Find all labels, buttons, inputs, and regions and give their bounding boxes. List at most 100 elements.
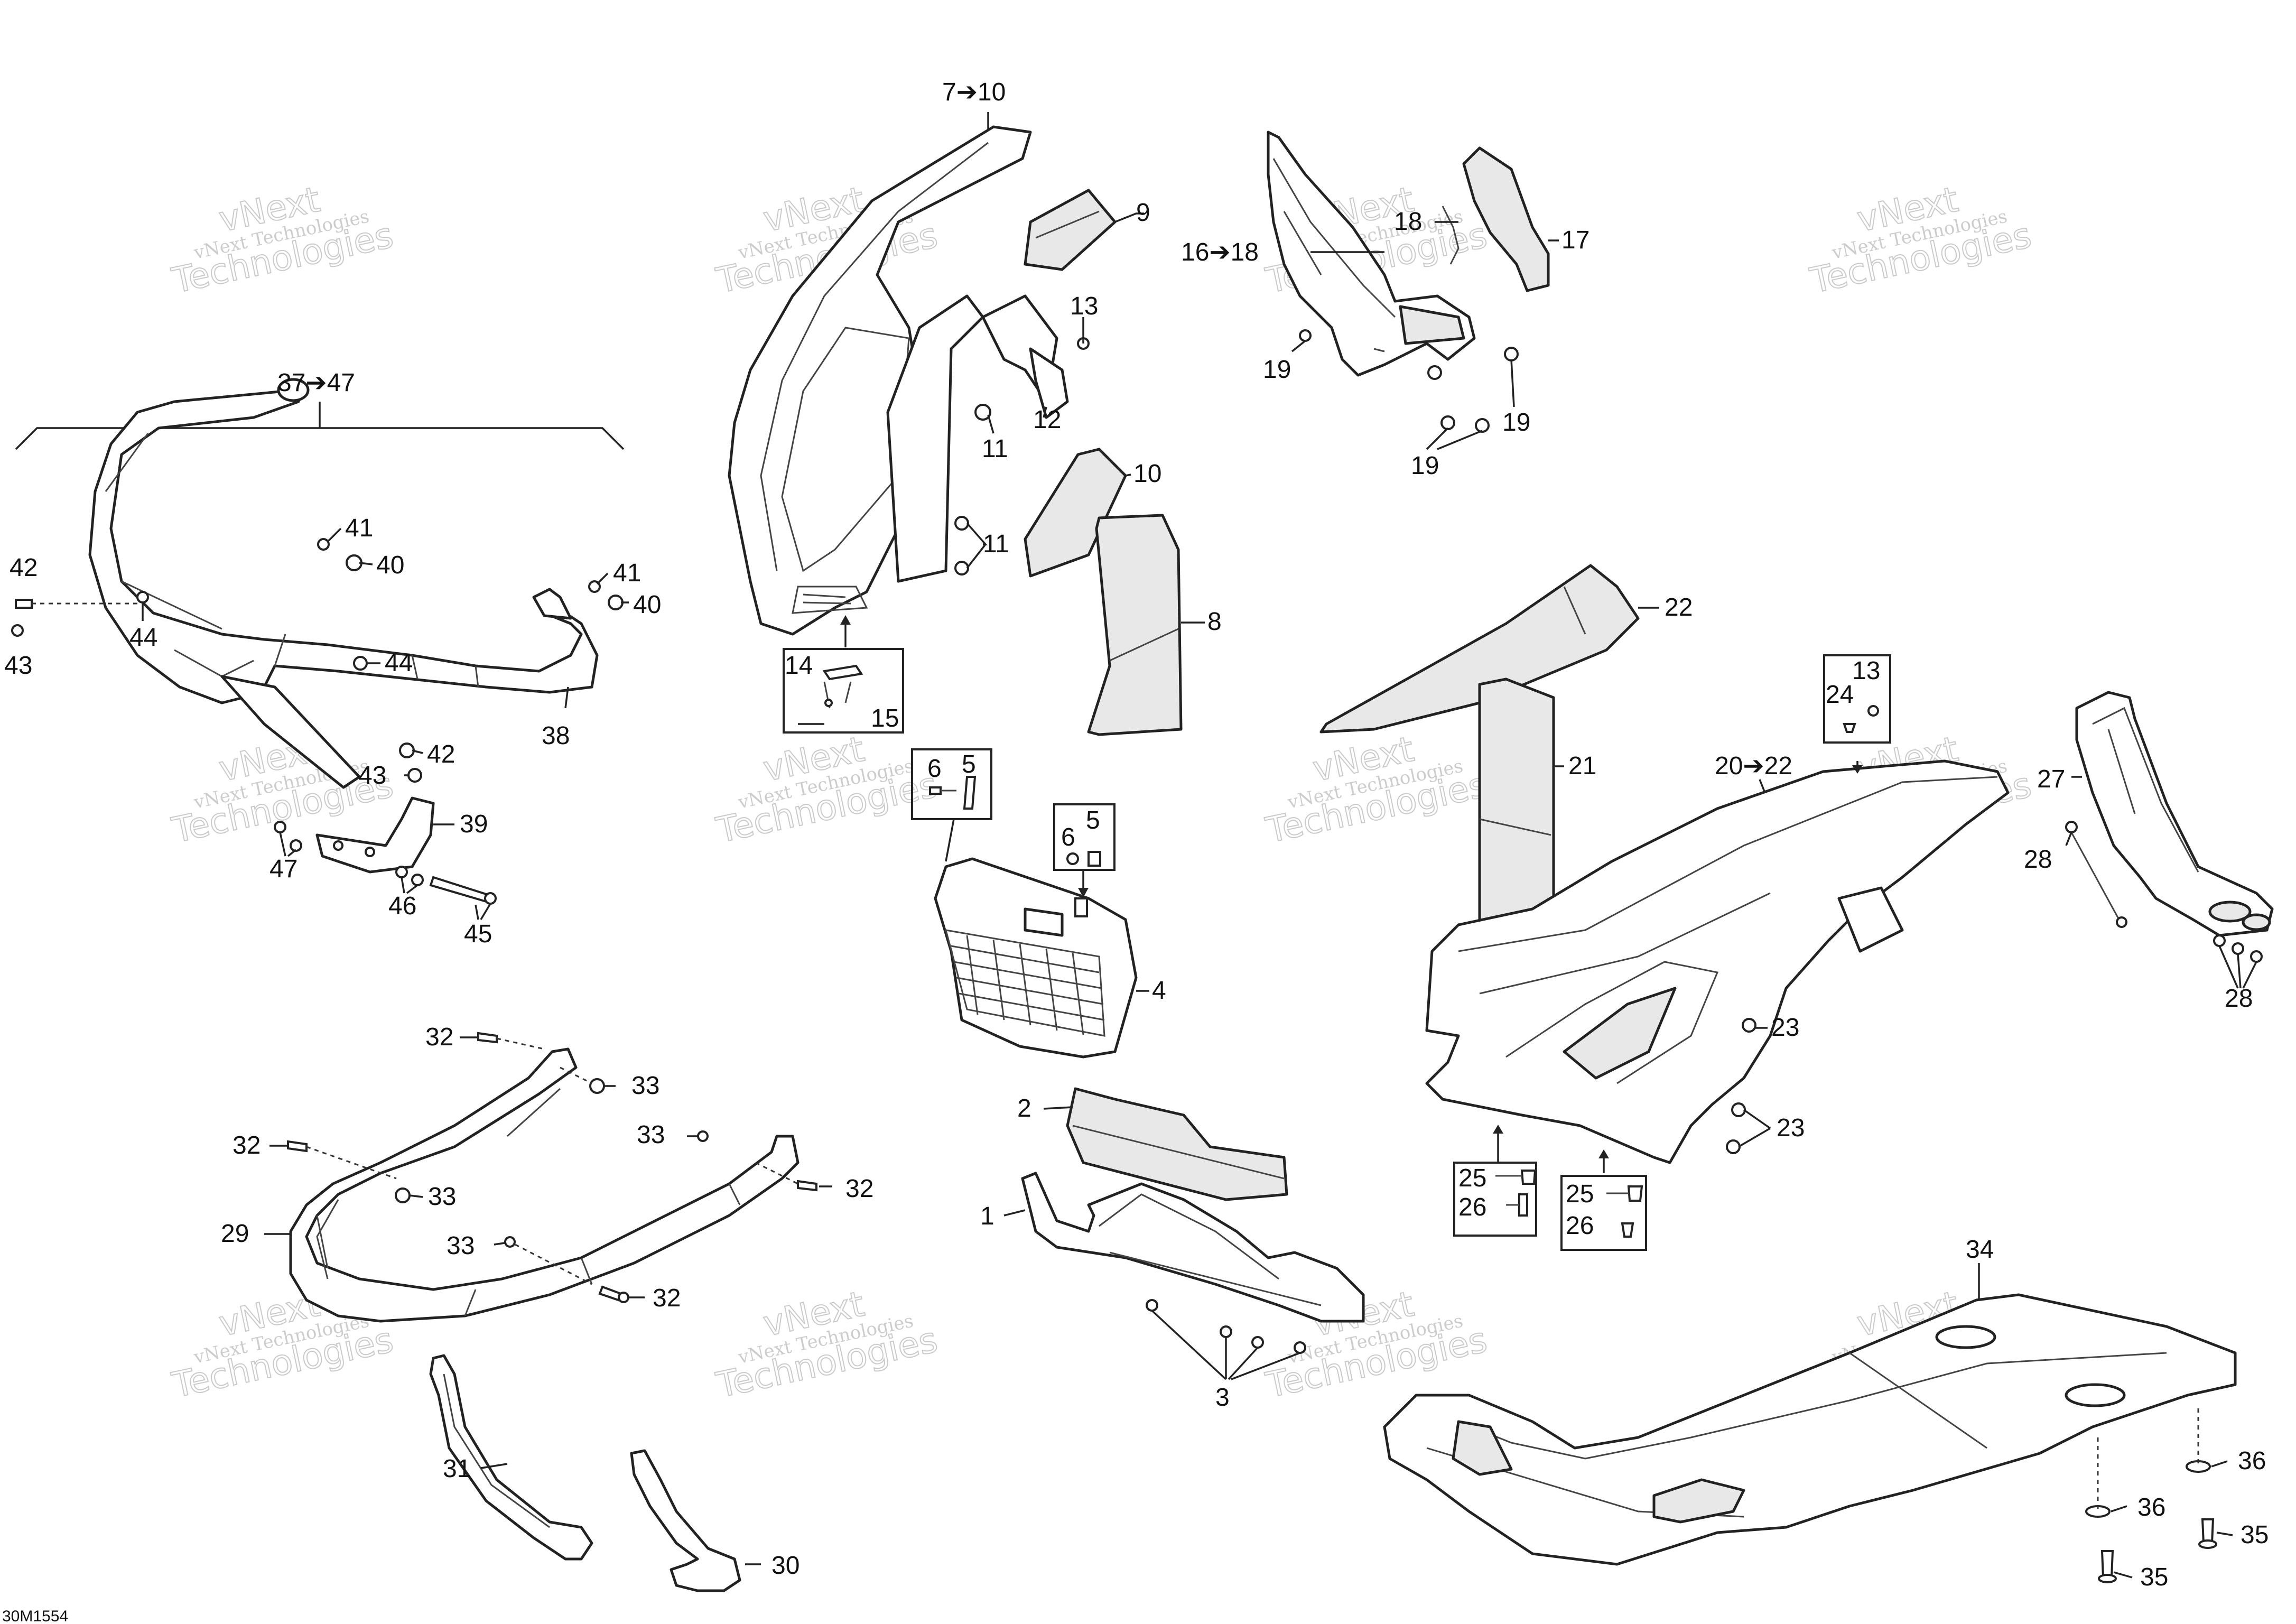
callout-33: 33 <box>637 1121 665 1149</box>
callout-5: 5 <box>1086 806 1100 834</box>
washer-46b <box>411 874 424 886</box>
hardware-3 <box>1146 1299 1306 1380</box>
bolt-45 <box>429 876 487 903</box>
callout-box-6-5a <box>911 748 992 862</box>
callout-17: 17 <box>1561 226 1589 254</box>
leaders-1-2 <box>1003 1106 1073 1217</box>
part-17-trim <box>1462 146 1550 292</box>
part-18-strip <box>1442 206 1460 265</box>
callout-16-18: 16➔18 <box>1181 238 1259 266</box>
watermark-4: vNext Technologies vNext Technologies <box>1806 179 2035 302</box>
part-front-fascia <box>728 125 1058 636</box>
part-22-upper-trim <box>1319 564 1640 734</box>
watermark-6: vNext Technologies vNext Technologies <box>712 728 942 851</box>
nut-11 <box>974 404 991 421</box>
callout-35: 35 <box>2241 1521 2269 1549</box>
callout-10: 10 <box>1133 460 1161 488</box>
washer-47a <box>274 821 286 833</box>
hardware-19 <box>1291 329 1519 450</box>
callout-33: 33 <box>447 1232 475 1260</box>
callout-20-22: 20➔22 <box>1715 752 1792 780</box>
nut-42b <box>399 743 415 758</box>
callout-28: 28 <box>2024 846 2052 874</box>
callout-31: 31 <box>443 1455 471 1483</box>
callout-32: 32 <box>653 1284 681 1312</box>
part-38-front-bumper <box>88 378 599 789</box>
callout-13: 13 <box>1852 657 1880 685</box>
bracket-12 <box>1029 347 1069 419</box>
callout-32: 32 <box>233 1131 261 1159</box>
callout-labels: 7➔10 9 13 12 11 10 11 8 14 15 6 5 6 5 4 … <box>4 78 2269 1591</box>
leaders-bumper <box>142 527 629 920</box>
callout-4: 4 <box>1152 977 1166 1005</box>
callout-2: 2 <box>1017 1094 1031 1122</box>
nut-11b <box>954 516 969 531</box>
callout-5: 5 <box>962 750 976 778</box>
callout-39: 39 <box>460 810 488 838</box>
callout-33: 33 <box>428 1183 456 1211</box>
callout-box-25-26a <box>1453 1162 1537 1237</box>
callout-23: 23 <box>1777 1114 1805 1142</box>
callout-8: 8 <box>1207 608 1222 636</box>
nut-44a <box>136 591 149 604</box>
watermark-7: vNext Technologies vNext Technologies <box>1262 728 1491 851</box>
part-34-belly-pan <box>1383 1293 2237 1566</box>
part-20-side-panel <box>1425 759 2010 1164</box>
callout-19: 19 <box>1263 356 1291 384</box>
callout-30: 30 <box>771 1552 800 1580</box>
callout-6: 6 <box>927 755 942 783</box>
callout-37-47: 37➔47 <box>277 369 355 397</box>
callout-29: 29 <box>221 1220 249 1248</box>
washer-47b <box>290 839 302 852</box>
callout-19: 19 <box>1411 452 1439 480</box>
hardware-29 <box>287 1032 817 1303</box>
callout-1: 1 <box>980 1202 994 1230</box>
part-16-side-panel <box>1267 131 1476 377</box>
callout-43: 43 <box>358 762 386 790</box>
bolt-42a <box>15 599 33 609</box>
leaders-fascia <box>840 112 1205 647</box>
washer-46a <box>395 866 408 878</box>
grille-mesh <box>951 935 1105 1035</box>
callout-24: 24 <box>1826 681 1854 709</box>
watermark-1: vNext Technologies vNext Technologies <box>168 179 397 302</box>
leaders-20-22 <box>1493 761 1863 1173</box>
callout-23: 23 <box>1771 1014 1799 1042</box>
callout-35: 35 <box>2140 1563 2168 1591</box>
callout-34: 34 <box>1966 1236 1994 1264</box>
callout-13: 13 <box>1070 292 1098 320</box>
callout-41: 41 <box>613 559 641 587</box>
part-10-insert <box>1024 448 1127 578</box>
nut-43b <box>407 768 422 783</box>
hardware-fascia <box>954 337 1090 576</box>
nut-40a <box>346 554 362 571</box>
callout-9: 9 <box>1136 199 1150 227</box>
callout-3: 3 <box>1215 1384 1230 1412</box>
nut-44b <box>353 656 368 671</box>
callout-18: 18 <box>1394 208 1422 236</box>
callout-46: 46 <box>388 892 416 920</box>
callout-32: 32 <box>845 1175 873 1203</box>
leaders-21-22 <box>1554 607 1659 767</box>
callout-19: 19 <box>1502 409 1530 437</box>
part-31-bracket <box>429 1354 593 1561</box>
leaders-16-18 <box>1310 221 1559 253</box>
washer-41a <box>317 538 330 551</box>
callout-40: 40 <box>633 591 661 619</box>
part-2-panel <box>1066 1087 1288 1201</box>
part-39-bracket <box>315 796 435 874</box>
callout-42: 42 <box>10 554 38 582</box>
callout-38: 38 <box>542 722 570 750</box>
leaders-29 <box>264 1036 832 1298</box>
part-1-lower-guard <box>1021 1172 1365 1323</box>
leaders-30-31 <box>480 1463 761 1565</box>
callout-box-24-13 <box>1823 654 1891 744</box>
callout-12: 12 <box>1033 406 1061 434</box>
callout-40: 40 <box>376 551 404 579</box>
callout-44: 44 <box>385 649 413 677</box>
callout-6: 6 <box>1061 823 1075 851</box>
bracket-group-37-47 <box>15 402 625 450</box>
callout-26: 26 <box>1566 1212 1594 1240</box>
callout-33: 33 <box>631 1072 659 1100</box>
callout-22: 22 <box>1665 593 1693 621</box>
